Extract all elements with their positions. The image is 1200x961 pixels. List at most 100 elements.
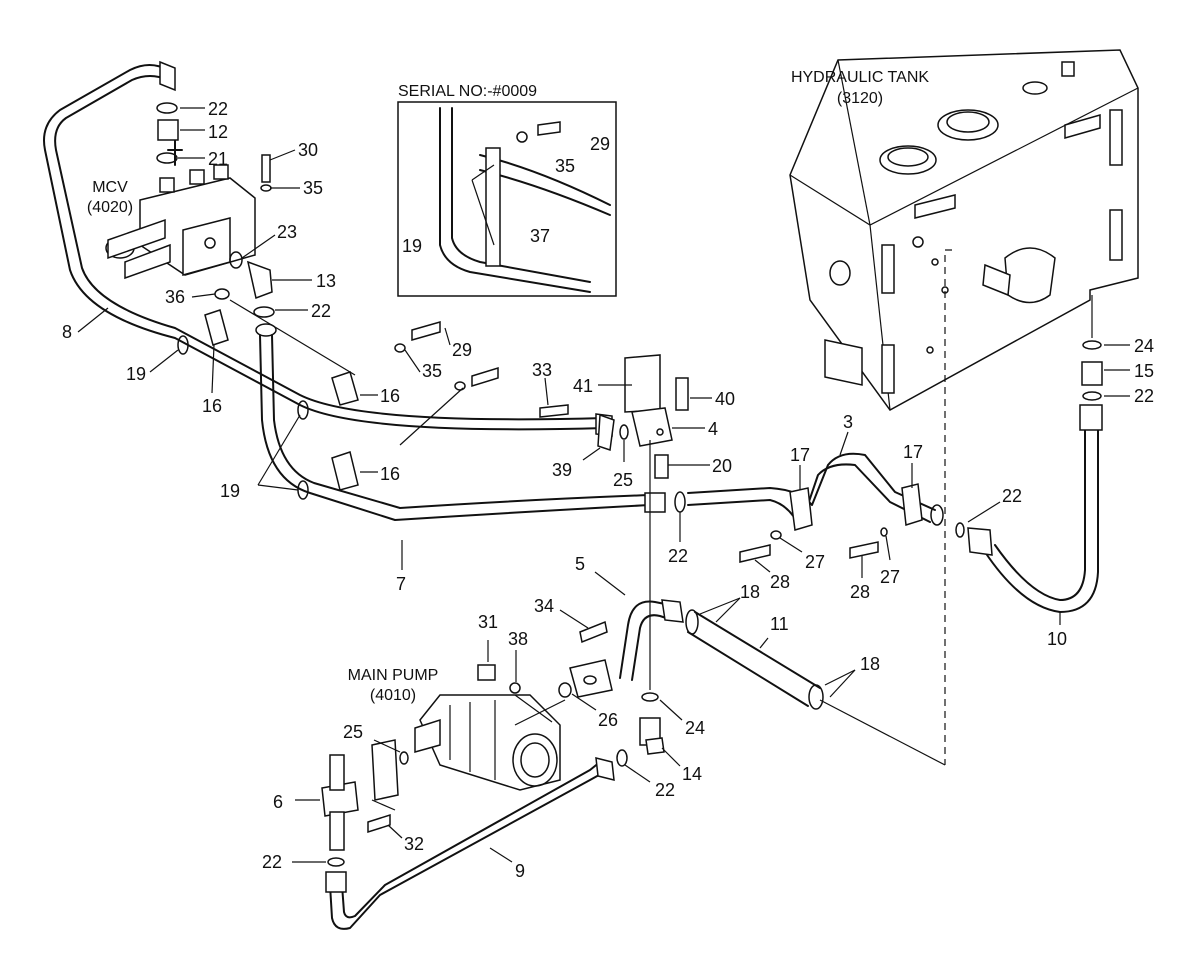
callout-20: 20 <box>712 456 732 476</box>
callout-39: 39 <box>552 460 572 480</box>
callout-16-left: 16 <box>202 396 222 416</box>
callout-17-left: 17 <box>790 445 810 465</box>
callout-6: 6 <box>273 792 283 812</box>
hose-11 <box>685 609 946 766</box>
callout-15: 15 <box>1134 361 1154 381</box>
callout-29-inset: 29 <box>590 134 610 154</box>
callout-5: 5 <box>575 554 585 574</box>
callout-21: 21 <box>208 149 228 169</box>
hydraulic-tank-drawing <box>789 49 1139 411</box>
callout-22-mcv: 22 <box>311 301 331 321</box>
callout-24-tank: 24 <box>1134 336 1154 356</box>
pump-bolts <box>477 620 608 698</box>
callout-22-tank: 22 <box>1134 386 1154 406</box>
fitting-14 <box>639 692 665 755</box>
callout-34: 34 <box>534 596 554 616</box>
callout-28-right: 28 <box>850 582 870 602</box>
callout-23: 23 <box>277 222 297 242</box>
serial-inset-box <box>397 101 617 297</box>
leader-9 <box>489 847 513 863</box>
callout-29-mid: 29 <box>452 340 472 360</box>
callout-19-inset: 19 <box>402 236 422 256</box>
callout-27-left: 27 <box>805 552 825 572</box>
callout-18-bot: 18 <box>860 654 880 674</box>
callout-18-top: 18 <box>740 582 760 602</box>
leader-lines-pump <box>487 609 597 726</box>
callout-35-inset: 35 <box>555 156 575 176</box>
callout-22-top: 22 <box>208 99 228 119</box>
tank-code-label: (3120) <box>837 90 883 107</box>
leader-22-right <box>967 501 1001 523</box>
callout-27-right: 27 <box>880 567 900 587</box>
callout-17-right: 17 <box>903 442 923 462</box>
callout-31: 31 <box>478 612 498 632</box>
callout-22-mid: 22 <box>668 546 688 566</box>
callout-14: 14 <box>682 764 702 784</box>
callout-36: 36 <box>165 287 185 307</box>
mcv-fittings-drawing <box>156 102 275 318</box>
callout-25-pump: 25 <box>343 722 363 742</box>
callout-22-bot: 22 <box>655 780 675 800</box>
callout-38: 38 <box>508 629 528 649</box>
leader-16-left <box>211 344 215 394</box>
callout-30: 30 <box>298 140 318 160</box>
tank-reference-line <box>944 249 952 765</box>
callout-16-mid1: 16 <box>380 386 400 406</box>
callout-7: 7 <box>396 574 406 594</box>
callout-28-left: 28 <box>770 572 790 592</box>
inset-title: SERIAL NO:-#0009 <box>398 83 537 100</box>
callout-19-left: 19 <box>126 364 146 384</box>
callout-32: 32 <box>404 834 424 854</box>
pipe-5 <box>569 599 684 698</box>
leader-lines-mcv <box>178 107 356 376</box>
callout-12: 12 <box>208 122 228 142</box>
tank-name-label: HYDRAULIC TANK <box>791 69 929 86</box>
callout-9: 9 <box>515 861 525 881</box>
pump-code-label: (4010) <box>370 687 416 704</box>
callout-11: 11 <box>770 614 789 634</box>
callout-26: 26 <box>598 710 618 730</box>
callout-33: 33 <box>532 360 552 380</box>
leader-lines-pipe-3 <box>679 431 913 578</box>
leader-22-bot <box>624 764 651 783</box>
callout-19-mid: 19 <box>220 481 240 501</box>
mcv-valve-drawing <box>105 164 256 280</box>
pipe-3 <box>674 452 944 563</box>
leader-lines-block <box>544 377 712 466</box>
callout-24-low: 24 <box>685 718 705 738</box>
hose-7 <box>255 323 666 521</box>
clamp-16-mid <box>331 321 499 491</box>
callout-10: 10 <box>1047 629 1067 649</box>
callout-37: 37 <box>530 226 550 246</box>
leader-lines-pipe-5 <box>594 571 856 698</box>
main-pump-drawing <box>414 694 561 791</box>
callout-4: 4 <box>708 419 718 439</box>
leader-lines-tee <box>292 739 403 863</box>
callout-8: 8 <box>62 322 72 342</box>
callout-16-mid2: 16 <box>380 464 400 484</box>
callout-41: 41 <box>573 376 593 396</box>
clamp-16-left <box>177 309 229 355</box>
callout-13: 13 <box>316 271 336 291</box>
mcv-name-label: MCV <box>92 179 128 196</box>
callout-25-mid: 25 <box>613 470 633 490</box>
callout-3: 3 <box>843 412 853 432</box>
block-4-and-bracket-41 <box>539 354 689 479</box>
callout-40: 40 <box>715 389 735 409</box>
hose-10 <box>955 404 1103 613</box>
hose-9 <box>325 749 628 930</box>
leader-8 <box>77 307 109 333</box>
leader-19-left <box>149 349 179 373</box>
leader-24-low <box>659 699 683 721</box>
callout-22-right: 22 <box>1002 486 1022 506</box>
callout-22-low: 22 <box>262 852 282 872</box>
callout-35-mid: 35 <box>422 361 442 381</box>
mcv-code-label: (4020) <box>87 199 133 216</box>
leader-14 <box>661 747 681 767</box>
inset-clamp-drawing <box>439 107 611 293</box>
tee-fitting-6 <box>321 739 409 867</box>
tank-outlet-fittings <box>1081 295 1130 401</box>
leader-lines-mid-left <box>257 327 464 491</box>
callout-35-mcv: 35 <box>303 178 323 198</box>
